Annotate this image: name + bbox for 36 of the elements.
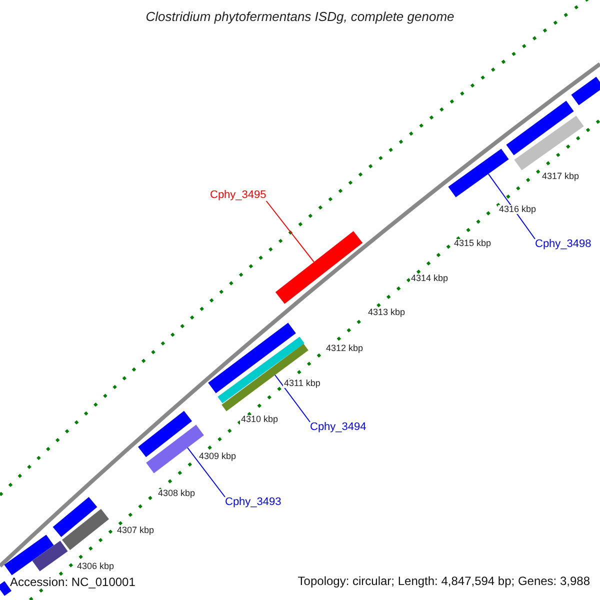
gene-bar: [32, 540, 68, 572]
tick-label: 4311 kbp: [283, 379, 322, 388]
map-title: Clostridium phytofermentans ISDg, complete genome: [144, 10, 456, 23]
info-text: Accession: NC_010001: [10, 576, 136, 588]
tick-label: 4314 kbp: [410, 274, 450, 283]
gene-bar: [275, 231, 363, 304]
tick-label: 4313 kbp: [367, 308, 406, 317]
gene-label: Cphy_3495: [210, 190, 266, 201]
gene-bar: [571, 76, 600, 106]
tick-label: 4316 kbp: [498, 205, 538, 214]
gene-bar: [218, 336, 304, 404]
tick-label: 4312 kbp: [325, 344, 364, 353]
gene-bar: [4, 534, 54, 576]
tick-label: 4315 kbp: [453, 239, 492, 248]
leader-line: [274, 374, 310, 422]
gene-bar: [62, 508, 109, 550]
gene-bar: [52, 497, 98, 537]
gene-bar: [506, 100, 574, 156]
info-text: Topology: circular; Length: 4,847,594 bp; Genes: 3,988: [298, 575, 590, 587]
gene-label: Cphy_3494: [310, 422, 366, 433]
tick-label: 4306 kbp: [76, 562, 116, 571]
gene-bar: [222, 344, 308, 412]
gene-label: Cphy_3498: [535, 239, 592, 250]
gene-bar: [448, 148, 509, 198]
leader-line: [488, 173, 536, 240]
gene-label: Cphy_3493: [225, 497, 282, 508]
gene-bar: [138, 410, 192, 458]
tick-label: 4310 kbp: [240, 415, 280, 424]
tick-label: 4307 kbp: [116, 526, 156, 535]
leader-line: [187, 447, 226, 498]
gene-bar: [0, 581, 12, 596]
leader-line: [266, 200, 314, 262]
tick-label: 4308 kbp: [157, 489, 196, 498]
tick-label: 4317 kbp: [541, 172, 580, 181]
tick-label: 4309 kbp: [198, 452, 238, 461]
gene-bar: [514, 116, 584, 170]
